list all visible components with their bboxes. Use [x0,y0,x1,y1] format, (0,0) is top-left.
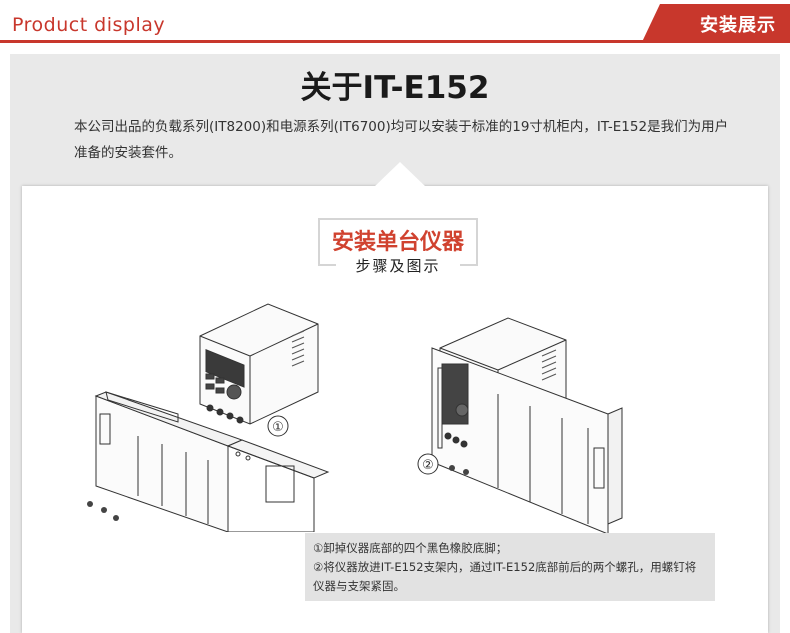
section-subtitle: 步骤及图示 [355,257,441,275]
intro-paragraph: 本公司出品的负载系列(IT8200)和电源系列(IT6700)均可以安装于标准的… [74,119,729,161]
header-underline [0,40,790,43]
instruction-notes: ①卸掉仪器底部的四个黑色橡胶底脚； ②将仪器放进IT-E152支架内，通过IT-… [305,533,715,601]
step2-marker: ② [422,458,434,473]
section-title: 安装单台仪器 [331,230,464,255]
panel-notch [373,162,427,188]
header-tag-text: 安装展示 [700,15,776,36]
header-title: Product display [12,14,166,36]
step1-marker: ① [272,420,284,435]
page-title: 关于IT-E152 [300,70,490,106]
instruction-line-2: ②将仪器放进IT-E152支架内，通过IT-E152底部前后的两个螺孔，用螺钉将… [313,560,697,593]
section-subtitle-background [336,254,460,274]
header-bar: Product display 安装展示 [0,0,790,46]
instruction-line-1: ①卸掉仪器底部的四个黑色橡胶底脚； [313,541,508,555]
step2-illustration: ② [417,317,623,534]
step1-illustration: ① [87,303,330,532]
header-tag-badge [642,4,790,42]
